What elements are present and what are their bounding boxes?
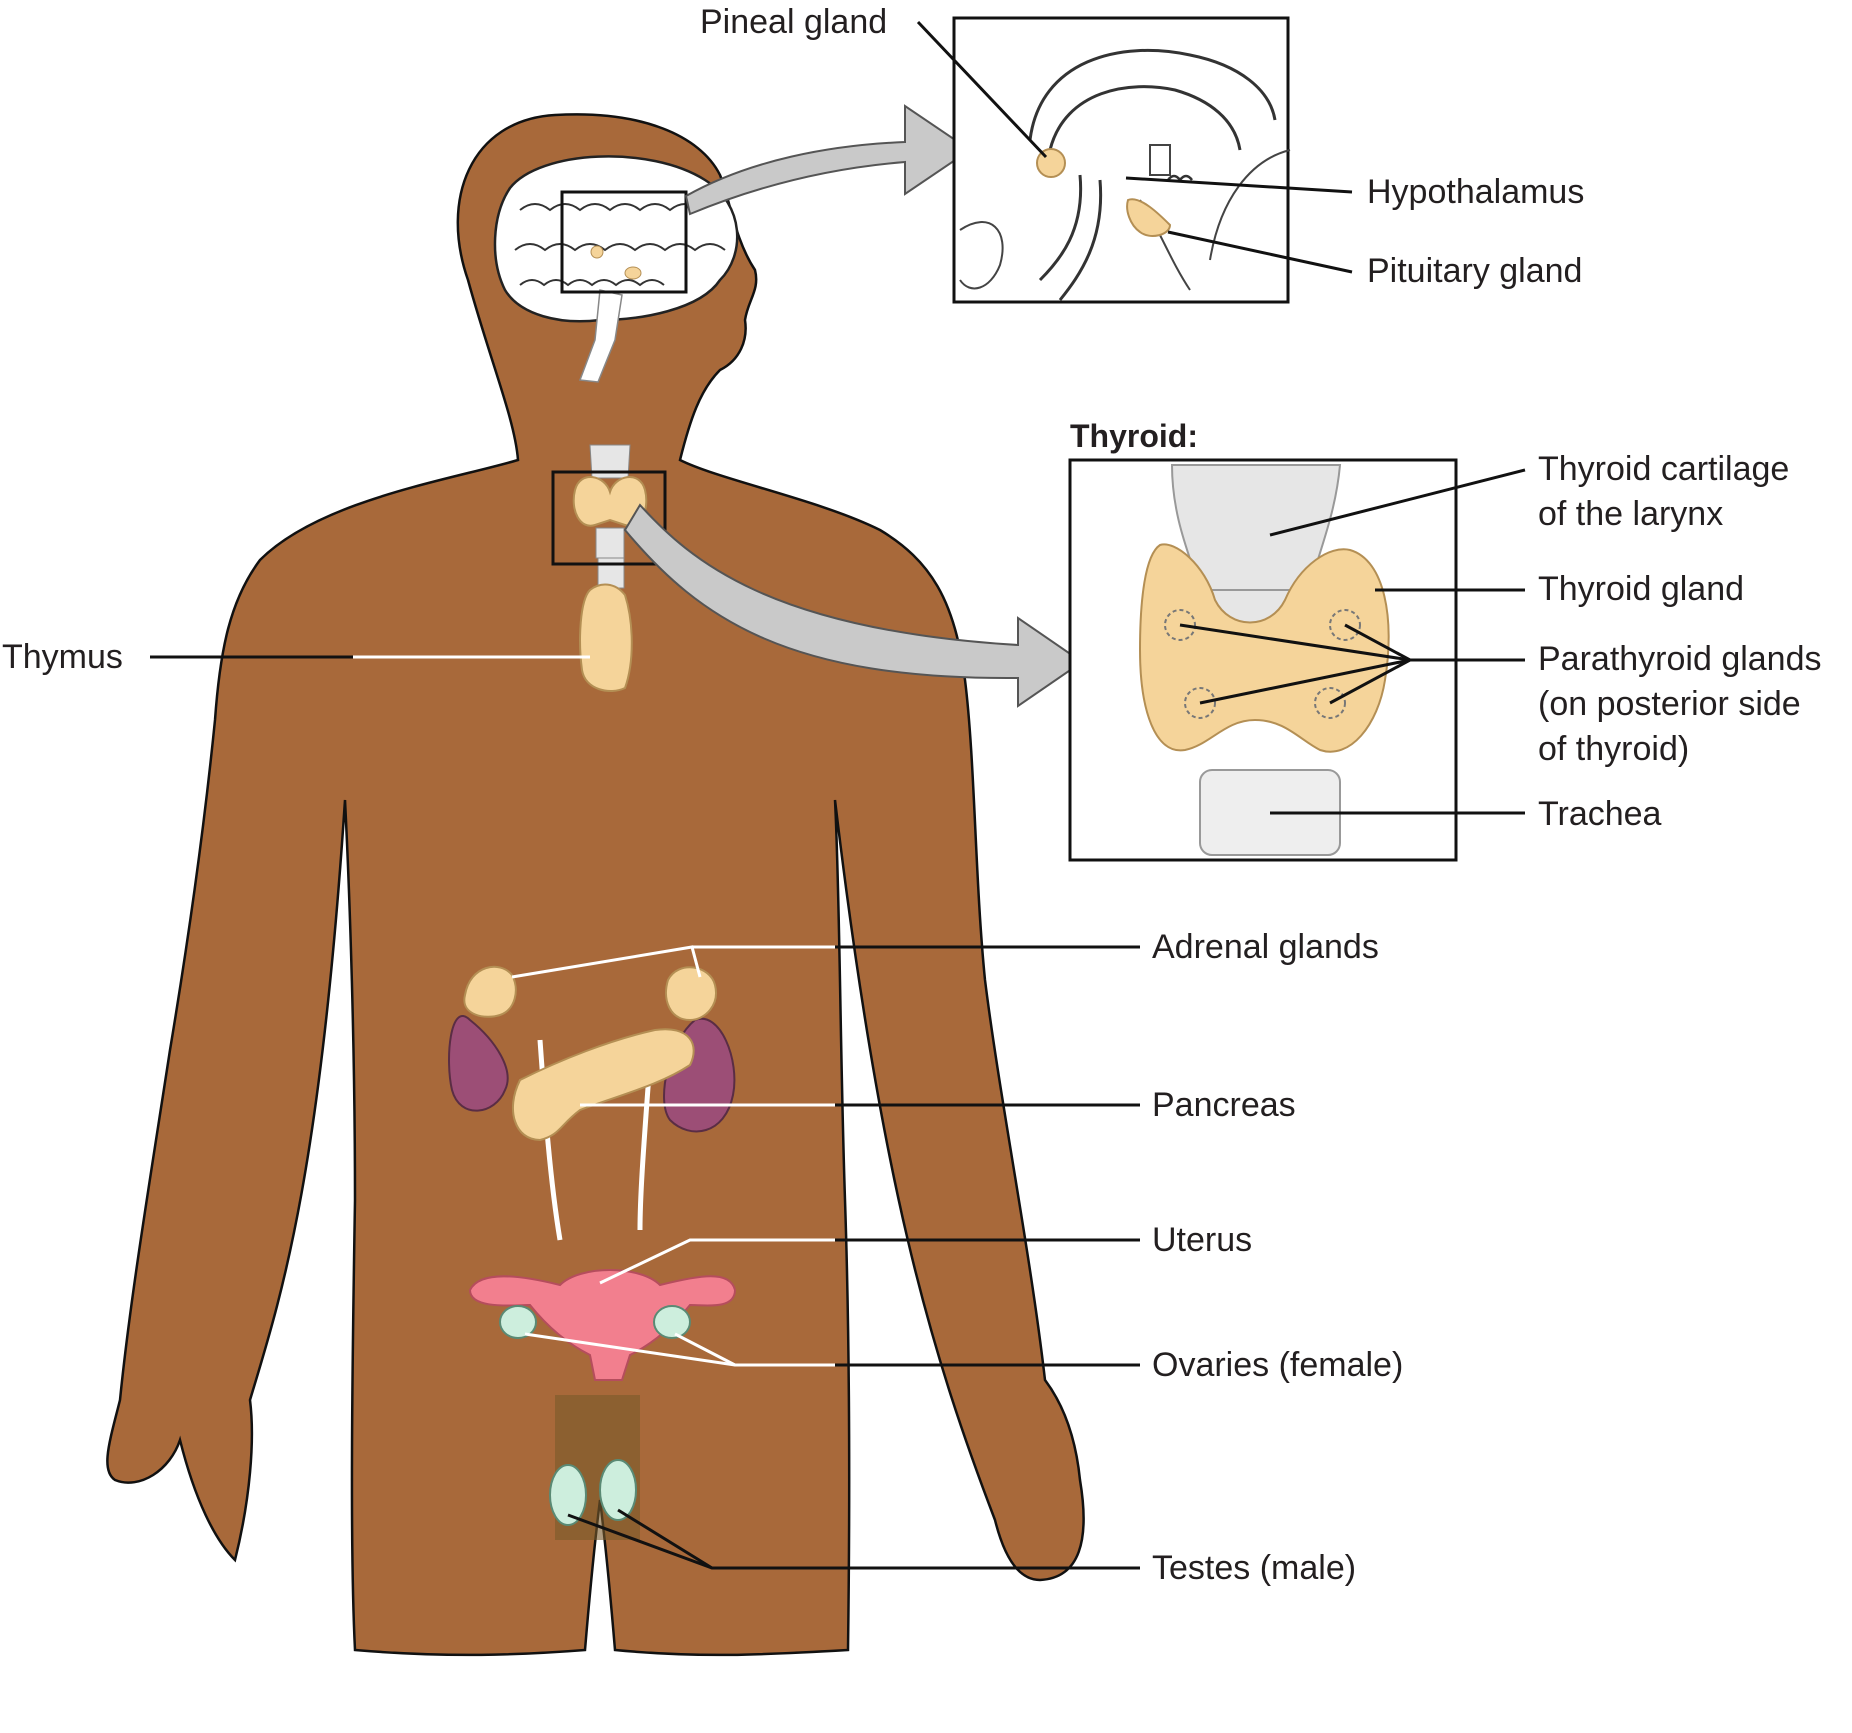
label-thyroid-gland: Thyroid gland [1538,570,1744,608]
testes [549,1395,640,1540]
label-thyroid-cartilage-line1: Thyroid cartilage [1538,450,1789,488]
uterus-ovaries [468,1269,737,1381]
thyroid-heading: Thyroid: [1070,418,1198,454]
label-pancreas: Pancreas [1152,1086,1296,1124]
right-ovary-shape [653,1305,691,1339]
uterus-shape [468,1269,737,1381]
thyroid-inset [1068,458,1458,862]
label-pineal-gland: Pineal gland [700,3,887,41]
left-ovary-shape [499,1305,537,1339]
label-parathyroid-line2: (on posterior side [1538,685,1801,723]
brain-zoom-arrow [684,104,972,216]
left-adrenal-shape [463,965,517,1018]
brain-zoom-box [560,190,688,294]
left-testis-shape [549,1464,587,1526]
label-hypothalamus: Hypothalamus [1367,173,1584,211]
thyroid-gland-shape [1138,543,1390,753]
right-testis-shape [599,1459,637,1521]
thyroid-zoom-box [551,470,667,566]
label-thyroid-cartilage-line2: of the larynx [1538,495,1723,533]
label-parathyroid-line1: Parathyroid glands [1538,640,1822,678]
label-trachea: Trachea [1538,795,1662,833]
pancreas-shape [511,1028,695,1142]
thymus-shape [579,583,633,692]
pituitary-gland-shape [1126,198,1172,237]
brain-inset [952,16,1291,304]
label-testes: Testes (male) [1152,1549,1356,1587]
brain-illustration [493,155,739,383]
right-adrenal-shape [665,966,717,1022]
label-uterus: Uterus [1152,1221,1252,1259]
label-ovaries: Ovaries (female) [1152,1346,1403,1384]
label-adrenal-glands: Adrenal glands [1152,928,1379,966]
label-thymus: Thymus [2,638,123,676]
label-pituitary-gland: Pituitary gland [1367,252,1582,290]
label-parathyroid-line3: of thyroid) [1538,730,1689,768]
kidneys-and-pancreas [448,965,736,1241]
thyroid-zoom-arrow [623,503,1084,708]
